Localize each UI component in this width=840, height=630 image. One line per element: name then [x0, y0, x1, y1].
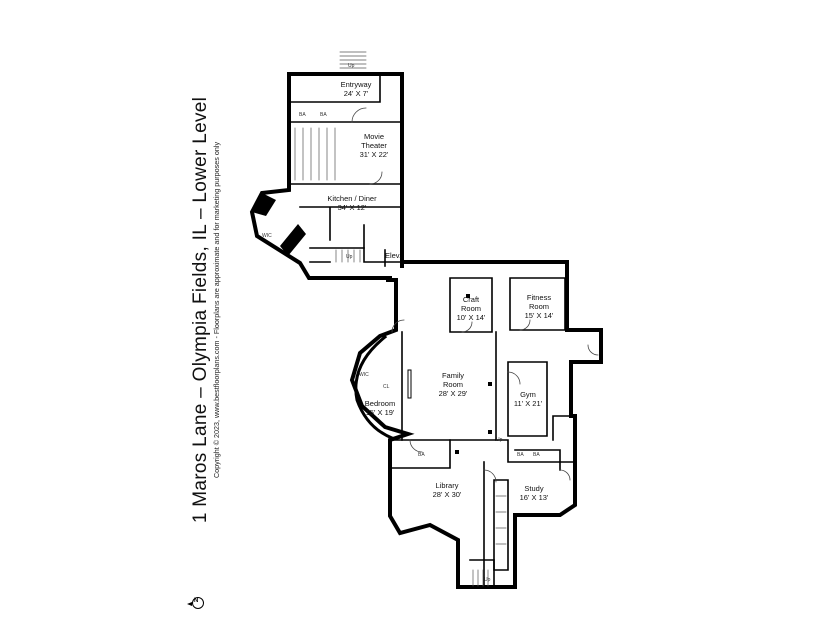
bedroom-arc-wall: [354, 334, 394, 440]
page-title: 1 Maros Lane – Olympia Fields, IL – Lowe…: [190, 96, 211, 524]
bath-label-5: BA: [533, 452, 540, 458]
bath-label-3: BA: [418, 452, 425, 458]
stair-up-label: Up: [348, 63, 355, 69]
stair-up-label-2: Up: [346, 254, 353, 260]
copyright-note: Copyright © 2023, www.bestfloorplans.com…: [212, 141, 221, 479]
main-level-wall: [349, 260, 603, 589]
title-block: 1 Maros Lane – Olympia Fields, IL – Lowe…: [190, 5, 221, 615]
upper-wing-wall: [249, 72, 404, 280]
bath-label: BA: [299, 112, 306, 118]
octagon-wall-dark: [252, 193, 276, 216]
octagon-wall-dark-2: [280, 224, 306, 256]
bath-label-4: BA: [517, 452, 524, 458]
wic-label: WIC: [359, 372, 369, 378]
closet-label: CL: [383, 384, 390, 390]
stair-up-label-3: Up: [484, 577, 491, 583]
room-elevator: Elev.: [384, 251, 402, 260]
wic-label-2: WIC: [262, 233, 272, 239]
stair-up-label-4: Up: [496, 437, 503, 443]
bath-label-2: BA: [320, 112, 327, 118]
compass-icon: N: [187, 597, 204, 609]
